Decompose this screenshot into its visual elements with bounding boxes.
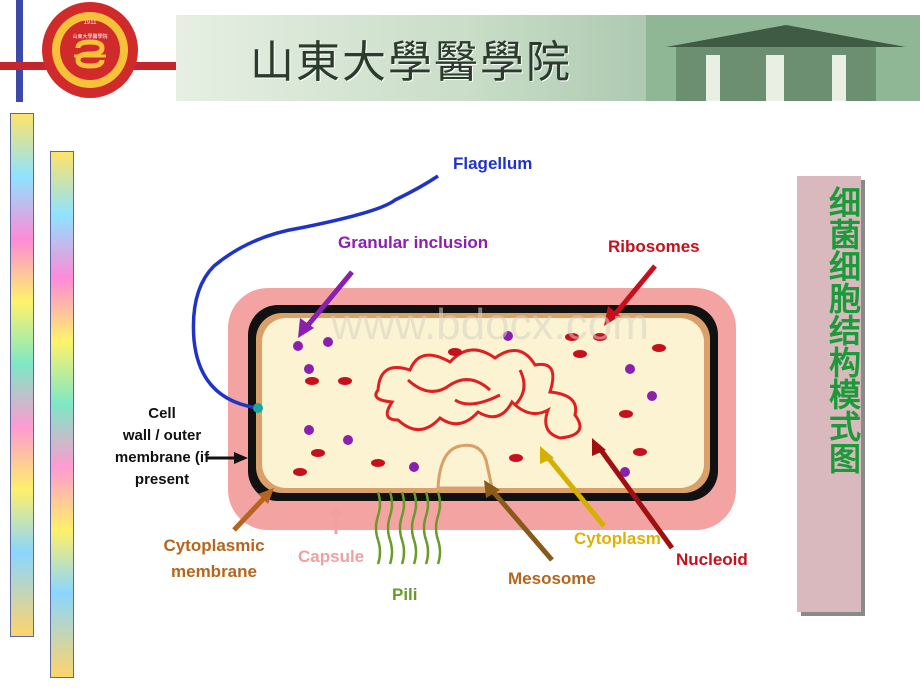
- label-ribosomes: Ribosomes: [608, 237, 700, 256]
- ribosome: [573, 350, 587, 358]
- decorative-pillar-left: [10, 113, 34, 637]
- ribosome: [338, 377, 352, 385]
- label-pili: Pili: [392, 585, 418, 604]
- ribosome: [633, 448, 647, 456]
- granule: [620, 467, 630, 477]
- label-cell-wall-4: present: [135, 471, 189, 488]
- ribosome: [448, 348, 462, 356]
- ribosome: [293, 468, 307, 476]
- pili: [374, 491, 442, 565]
- watermark: www.bdocx.com: [331, 300, 649, 349]
- ribosome: [371, 459, 385, 467]
- ribosome-arrow: [610, 264, 657, 320]
- label-cell-wall-1: Cell: [148, 405, 176, 422]
- label-cytoplasmic-2: membrane: [171, 562, 257, 581]
- ribosome: [565, 333, 579, 341]
- granule: [304, 425, 314, 435]
- university-logo: 1911 山東大學醫學院: [40, 0, 140, 100]
- granule: [293, 341, 303, 351]
- label-cell-wall-2: wall / outer: [122, 427, 202, 444]
- ribosome: [311, 449, 325, 457]
- school-name: 山東大學醫學院: [250, 37, 572, 88]
- granule: [304, 364, 314, 374]
- pilus: [434, 491, 442, 565]
- logo-motto: 山東大學醫學院: [72, 33, 107, 40]
- mesosome-arrow: [488, 486, 554, 562]
- ribosome: [509, 454, 523, 462]
- pilus: [398, 491, 406, 565]
- header-accent-bar: [16, 0, 23, 102]
- side-title-panel: 细菌细胞结构模式图: [797, 176, 862, 612]
- gate-illustration: [646, 15, 920, 101]
- label-granular-inclusion: Granular inclusion: [338, 233, 488, 252]
- label-capsule: Capsule: [298, 547, 364, 566]
- label-mesosome: Mesosome: [508, 569, 596, 588]
- granular-arrow: [302, 270, 354, 332]
- decorative-pillar-right: [50, 151, 74, 678]
- granule: [647, 391, 657, 401]
- label-arrows: [206, 264, 675, 562]
- pilus: [386, 491, 394, 565]
- pilus: [374, 491, 382, 565]
- label-nucleoid: Nucleoid: [676, 550, 748, 569]
- cytoplasm-arrow: [544, 453, 606, 528]
- label-cell-wall-3: membrane (if: [115, 449, 210, 466]
- header-banner: 山東大學醫學院: [176, 15, 920, 101]
- label-cytoplasm: Cytoplasm: [574, 529, 661, 548]
- side-title: 细菌细胞结构模式图: [824, 186, 862, 474]
- granule: [343, 435, 353, 445]
- logo-year: 1911: [84, 20, 98, 26]
- flagellum: [191, 174, 439, 410]
- nucleoid-arrow: [595, 444, 675, 550]
- cytoplasmic-arrow: [232, 492, 270, 532]
- mesosome: [436, 443, 494, 490]
- pilus: [422, 491, 430, 565]
- ribosome: [652, 344, 666, 352]
- granule: [625, 364, 635, 374]
- pilus: [410, 491, 418, 565]
- ribosome: [593, 333, 607, 341]
- granule: [409, 462, 419, 472]
- ribosome: [305, 377, 319, 385]
- flagellum-basal-body: [253, 403, 263, 413]
- ribosomes: [293, 333, 666, 476]
- header: 1911 山東大學醫學院 山東大學醫學院: [0, 0, 920, 102]
- label-flagellum: Flagellum: [453, 154, 532, 173]
- granular-inclusions: [293, 331, 657, 477]
- granule: [503, 331, 513, 341]
- label-cytoplasmic-1: Cytoplasmic: [163, 536, 264, 555]
- nucleoid: [374, 348, 582, 440]
- ribosome: [619, 410, 633, 418]
- granule: [323, 337, 333, 347]
